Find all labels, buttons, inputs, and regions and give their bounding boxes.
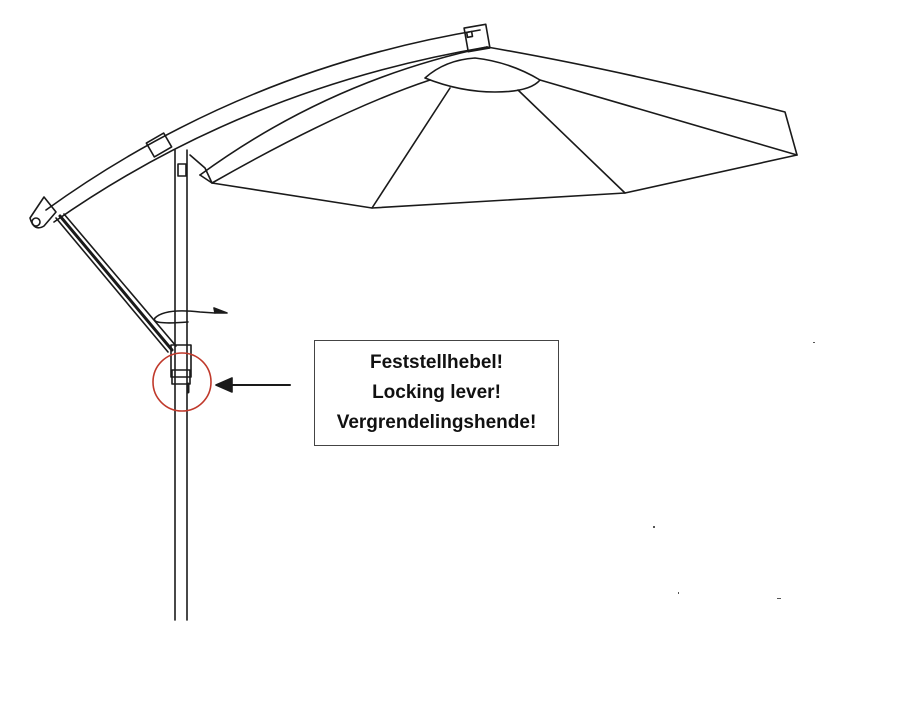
pole	[174, 149, 188, 621]
stray-marks	[653, 342, 815, 599]
callout-box: Feststellhebel! Locking lever! Vergrende…	[314, 340, 559, 446]
canopy	[189, 46, 798, 209]
callout-line-german: Feststellhebel!	[369, 352, 504, 373]
cantilever-arm	[29, 23, 491, 229]
support-strut	[55, 213, 177, 353]
pointer-arrow-icon	[215, 377, 291, 393]
locking-lever	[170, 344, 192, 394]
callout-line-english: Locking lever!	[372, 382, 501, 403]
callout-line-dutch: Vergrendelingshende!	[336, 412, 537, 433]
highlight-circle	[152, 352, 212, 412]
rotation-arrow-icon	[153, 307, 228, 324]
